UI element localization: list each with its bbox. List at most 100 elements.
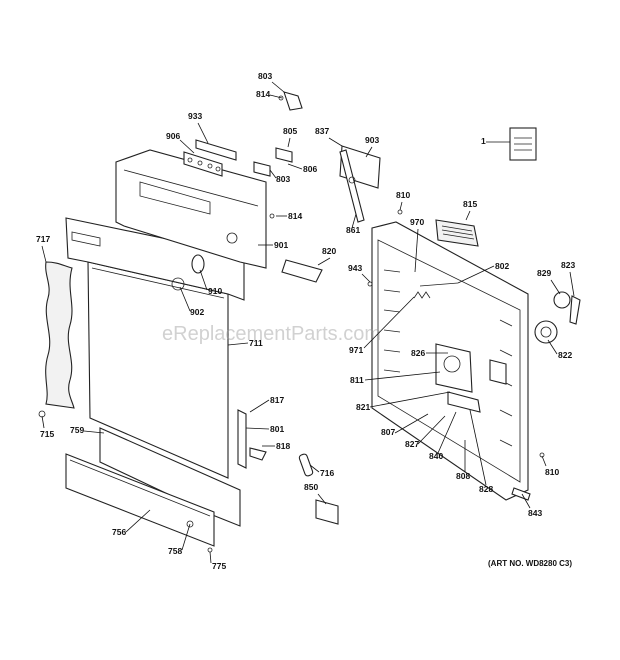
part-label-807: 807 [381,427,395,437]
leader-823 [569,271,575,297]
leader-815 [465,210,471,221]
part-label-775: 775 [212,561,226,571]
leader-803a [271,81,285,93]
part-906-933-buttons [183,139,237,177]
leader-829 [550,279,561,295]
part-label-715: 715 [40,429,54,439]
watermark: eReplacementParts.com [162,323,381,345]
leader-lines [41,81,575,564]
part-label-903: 903 [365,135,379,145]
part-label-756: 756 [112,527,126,537]
part-label-759: 759 [70,425,84,435]
part-label-821: 821 [356,402,370,412]
part-label-817: 817 [270,395,284,405]
leader-759 [83,430,105,434]
leader-805 [287,137,291,148]
part-label-829: 829 [537,268,551,278]
part-label-801: 801 [270,424,284,434]
part-815-vent [435,219,479,247]
part-759-756-trim [38,410,241,553]
part-label-803a: 803 [258,71,272,81]
part-label-802: 802 [495,261,509,271]
part-801-817-818-bracket [237,409,267,469]
part-829-823-822 [534,291,581,344]
leader-810b [541,455,547,467]
part-label-827: 827 [405,439,419,449]
part-label-843: 843 [528,508,542,518]
leader-715 [41,415,45,429]
part-label-818: 818 [276,441,290,451]
part-label-837: 837 [315,126,329,136]
part-910-knob [191,254,205,274]
part-label-826: 826 [411,348,425,358]
leader-801 [245,427,270,430]
leader-810a [399,201,403,211]
leader-861 [351,213,357,229]
part-label-815: 815 [463,199,477,209]
part-label-811: 811 [350,375,364,385]
leader-716 [309,464,320,473]
leader-840 [437,411,457,454]
part-717-insulation [45,261,75,409]
part-label-1: 1 [481,136,486,146]
part-837-861-903-latch [339,145,381,223]
leader-843 [521,493,531,509]
part-label-805: 805 [283,126,297,136]
part-label-902: 902 [190,307,204,317]
part-label-711: 711 [249,338,263,348]
leader-933 [197,122,209,144]
part-label-901: 901 [274,240,288,250]
part-901-control-housing [115,149,267,269]
leader-903 [365,146,373,158]
part-label-840: 840 [429,451,443,461]
part-label-716: 716 [320,468,334,478]
leader-827 [417,415,446,445]
part-label-814b: 814 [288,211,302,221]
part-label-717: 717 [36,234,50,244]
part-label-808: 808 [456,471,470,481]
part-820-bracket [281,259,323,283]
leader-850 [317,493,327,505]
leader-902 [179,286,191,312]
part-label-828: 828 [479,484,493,494]
leader-811 [364,371,441,381]
part-label-970: 970 [410,217,424,227]
leader-821 [369,391,451,408]
part-label-810b: 810 [545,467,559,477]
part-label-822: 822 [558,350,572,360]
part-label-803b: 803 [276,174,290,184]
part-803-814-805-806 [253,91,303,219]
leader-756 [125,509,151,533]
part-label-814a: 814 [256,89,270,99]
part-label-806: 806 [303,164,317,174]
leader-711 [227,342,249,346]
leader-970 [414,228,419,273]
part-label-971: 971 [349,345,363,355]
part-802-971-spring [413,282,459,299]
part-label-943: 943 [348,263,362,273]
part-label-810a: 810 [396,190,410,200]
leader-943 [361,273,371,283]
leader-822 [547,339,558,355]
leader-820 [317,257,331,266]
leader-814a [269,94,283,99]
part-1-literature [509,127,537,161]
leader-802 [457,265,495,284]
part-label-850: 850 [304,482,318,492]
part-label-861: 861 [346,225,360,235]
part-label-910: 910 [208,286,222,296]
part-label-823: 823 [561,260,575,270]
part-826-dispenser [435,343,507,413]
leader-910 [199,269,208,291]
part-label-758: 758 [168,546,182,556]
part-label-933: 933 [188,111,202,121]
art-number: (ART NO. WD8280 C3) [488,559,572,568]
part-843-hinge [511,487,531,501]
leader-807 [394,413,429,434]
leader-817 [249,399,270,413]
leader-837 [328,137,343,147]
part-label-820: 820 [322,246,336,256]
leader-775 [209,551,212,564]
